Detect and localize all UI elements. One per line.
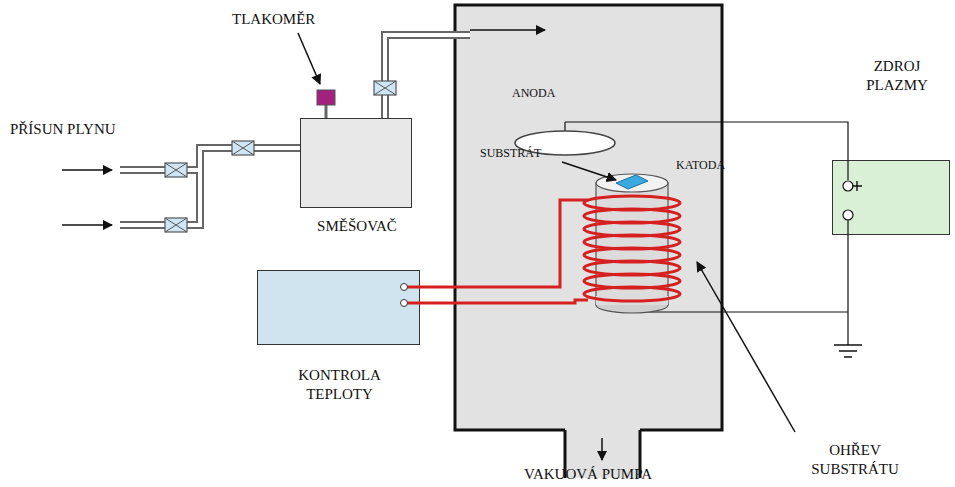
leader-line — [697, 262, 795, 432]
part-label: KATODA — [676, 158, 756, 173]
substrate — [616, 175, 648, 189]
box-label: ZDROJ PLAZMY — [845, 57, 949, 95]
equipment-box: ZDROJ PLAZMY — [832, 160, 950, 235]
pump-arrow — [601, 438, 603, 460]
box-label: KONTROLA TEPLOTY — [274, 366, 405, 404]
part-label: ANODA — [512, 86, 592, 101]
gas-in-arrow — [62, 169, 112, 171]
gas-in-arrow — [62, 224, 112, 226]
pressure-gauge — [317, 90, 335, 105]
heater-coil — [584, 196, 680, 301]
part-label: VAKUOVÁ PUMPA — [478, 465, 698, 484]
ground-symbol — [834, 345, 862, 357]
gas-inlet-arrow — [470, 29, 545, 31]
gauge-stem — [325, 104, 328, 118]
leader-line — [298, 33, 320, 84]
box-label: SMĚŠOVAČ — [281, 217, 433, 236]
part-label: TLAKOMĚR — [232, 10, 352, 29]
equipment-box: KONTROLA TEPLOTY — [257, 270, 420, 345]
gas-pipes — [120, 35, 470, 225]
vacuum-chamber — [455, 5, 722, 430]
leader-line — [562, 162, 616, 180]
part-label: SUBSTRÁT — [480, 146, 570, 161]
part-label: PŘÍSUN PLYNU — [10, 120, 180, 139]
wire — [564, 122, 565, 131]
equipment-box: SMĚŠOVAČ — [300, 118, 412, 208]
heater-wire — [406, 200, 588, 303]
part-label: OHŘEV SUBSTRÁTU — [790, 441, 920, 479]
wire — [565, 122, 848, 160]
